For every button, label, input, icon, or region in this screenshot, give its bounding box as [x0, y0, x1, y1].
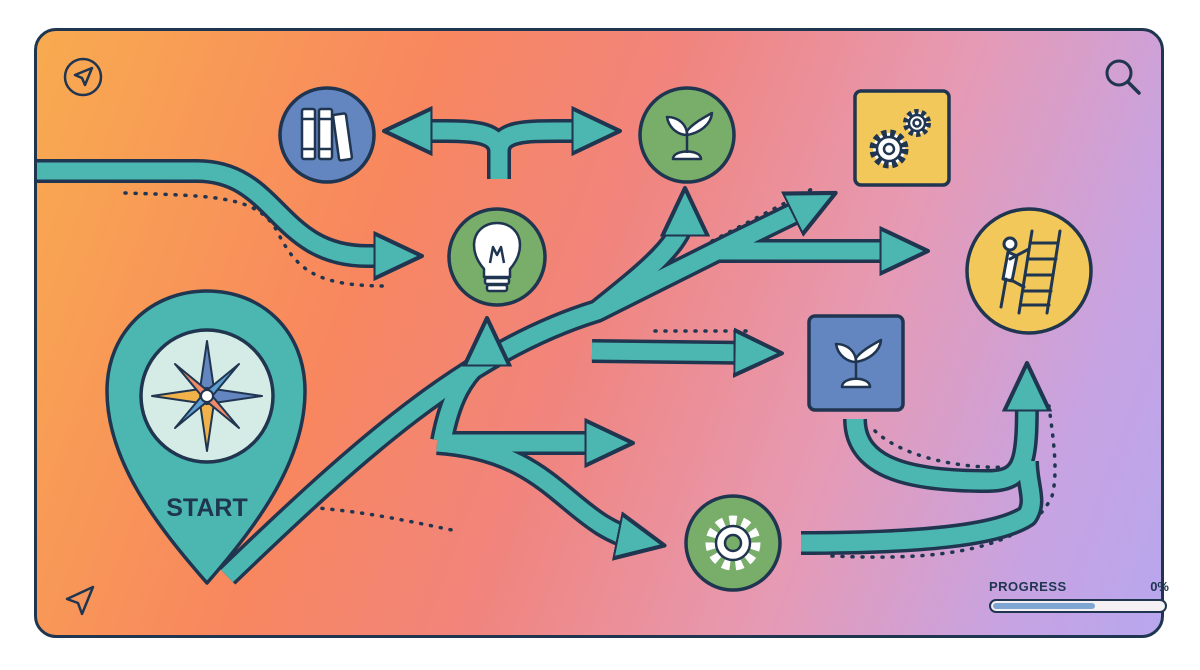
idea-node[interactable] — [447, 207, 547, 307]
progress-widget: PROGRESS 0% — [989, 579, 1169, 623]
progress-value: 0% — [1150, 579, 1169, 594]
progress-bar — [989, 599, 1167, 613]
climber-node[interactable] — [965, 207, 1093, 335]
start-pin[interactable]: START — [105, 289, 307, 585]
books-node[interactable] — [278, 86, 376, 184]
sprout-node-top[interactable] — [638, 86, 736, 184]
journey-canvas: START — [34, 28, 1169, 638]
sprout-node-mid[interactable] — [807, 314, 905, 412]
books-icon — [300, 107, 354, 162]
sprout-icon — [834, 338, 883, 389]
gears-node[interactable] — [853, 89, 951, 187]
gears-icon — [869, 109, 931, 169]
navigation-arrow-icon — [63, 57, 103, 97]
top-navigation-button[interactable] — [59, 53, 107, 101]
sprout-icon — [665, 111, 714, 161]
search-icon — [1105, 59, 1141, 95]
ladder-climber-icon — [999, 229, 1062, 315]
settings-node[interactable] — [684, 494, 782, 592]
bottom-navigation-button[interactable] — [57, 577, 105, 625]
navigation-arrow-icon — [65, 585, 95, 616]
path-fills — [37, 131, 1031, 583]
compass-icon — [151, 340, 263, 452]
progress-label: PROGRESS — [989, 579, 1067, 594]
search-button[interactable] — [1099, 53, 1147, 101]
progress-fill — [993, 603, 1095, 609]
gear-icon — [705, 515, 761, 571]
lightbulb-icon — [472, 221, 522, 293]
start-label: START — [166, 494, 247, 522]
journey-map: START — [37, 86, 1093, 592]
